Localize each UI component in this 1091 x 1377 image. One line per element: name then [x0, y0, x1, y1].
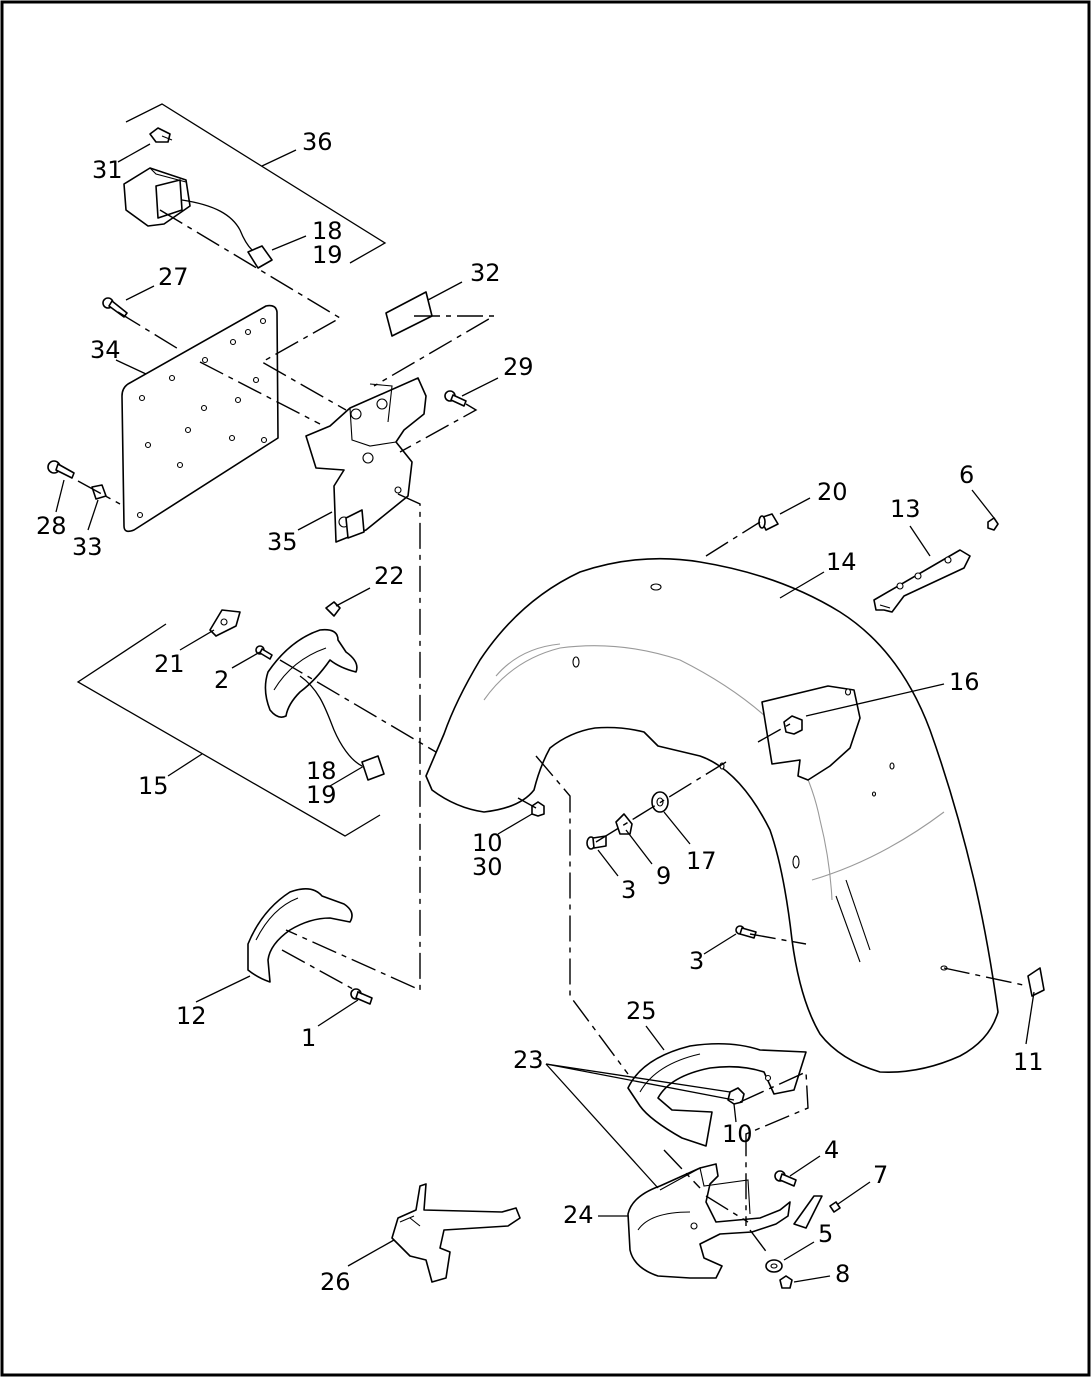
part-2-screw [255, 645, 273, 660]
callout-20: 20 [817, 478, 848, 506]
callout-29: 29 [503, 353, 534, 381]
callout-8: 8 [835, 1260, 850, 1288]
part-25-support [627, 1042, 807, 1147]
part-34-plate-bracket [121, 304, 279, 533]
part-7-nut [829, 1201, 841, 1213]
callout-23: 23 [513, 1046, 544, 1074]
part-3-screw-a [586, 835, 607, 850]
part-6-nut [987, 517, 999, 531]
callout-27: 27 [158, 263, 189, 291]
callout-labels: 36 31 18 19 27 32 34 29 28 33 35 22 21 2… [36, 128, 1044, 1296]
group-15-bracket [76, 623, 381, 837]
callout-35: 35 [267, 528, 298, 556]
part-5-washer [765, 1259, 783, 1273]
part-13-strap [873, 549, 971, 613]
part-29-screw [444, 390, 467, 407]
callout-18b: 18 [306, 757, 337, 785]
callout-3a: 3 [621, 876, 636, 904]
part-20-bumper [758, 513, 779, 531]
part-3-screw-b [735, 925, 757, 939]
part-24-bracket [627, 1163, 823, 1279]
part-4-bolt [774, 1170, 797, 1187]
callout-26: 26 [320, 1268, 351, 1296]
callout-22: 22 [374, 562, 405, 590]
callout-12: 12 [176, 1002, 207, 1030]
callout-11: 11 [1013, 1048, 1044, 1076]
callout-25: 25 [626, 997, 657, 1025]
callout-14: 14 [826, 548, 857, 576]
callout-34: 34 [90, 336, 121, 364]
callout-32: 32 [470, 259, 501, 287]
callout-9: 9 [656, 862, 671, 890]
callout-5: 5 [818, 1220, 833, 1248]
callout-28: 28 [36, 512, 67, 540]
part-10-nut-a [531, 801, 545, 817]
part-26-bracket [391, 1183, 521, 1283]
callout-15: 15 [138, 772, 169, 800]
callout-7: 7 [873, 1161, 888, 1189]
callout-10: 10 [472, 829, 503, 857]
callout-4: 4 [824, 1136, 839, 1164]
callout-19: 19 [312, 241, 343, 269]
part-27-screw [102, 297, 128, 318]
callout-21: 21 [154, 650, 185, 678]
callout-17: 17 [686, 847, 717, 875]
callout-2: 2 [214, 666, 229, 694]
callout-18: 18 [312, 217, 343, 245]
callout-19b: 19 [306, 781, 337, 809]
callout-3b: 3 [689, 947, 704, 975]
part-8-nut [779, 1275, 793, 1289]
leader-lines [55, 143, 1035, 1283]
assembly-lines [77, 209, 1029, 1255]
callout-16: 16 [949, 668, 980, 696]
part-31-bulb [149, 127, 173, 143]
callout-6: 6 [959, 461, 974, 489]
part-16-nut [783, 715, 803, 735]
part-36-lamp-housing [123, 167, 273, 269]
callout-30: 30 [472, 853, 503, 881]
part-11-clip [1027, 967, 1045, 997]
part-35-bracket [305, 377, 427, 543]
callout-36: 36 [302, 128, 333, 156]
callout-1: 1 [301, 1024, 316, 1052]
callout-33: 33 [72, 533, 103, 561]
callout-24: 24 [563, 1201, 594, 1229]
part-28-bolt [47, 460, 75, 479]
part-21-lens [209, 609, 241, 637]
callout-10b: 10 [722, 1120, 753, 1148]
part-12-lamp-base [247, 888, 353, 983]
callout-31: 31 [92, 156, 123, 184]
group-36-bracket [125, 103, 387, 264]
part-15-light-housing [264, 628, 385, 781]
callout-13: 13 [890, 495, 921, 523]
